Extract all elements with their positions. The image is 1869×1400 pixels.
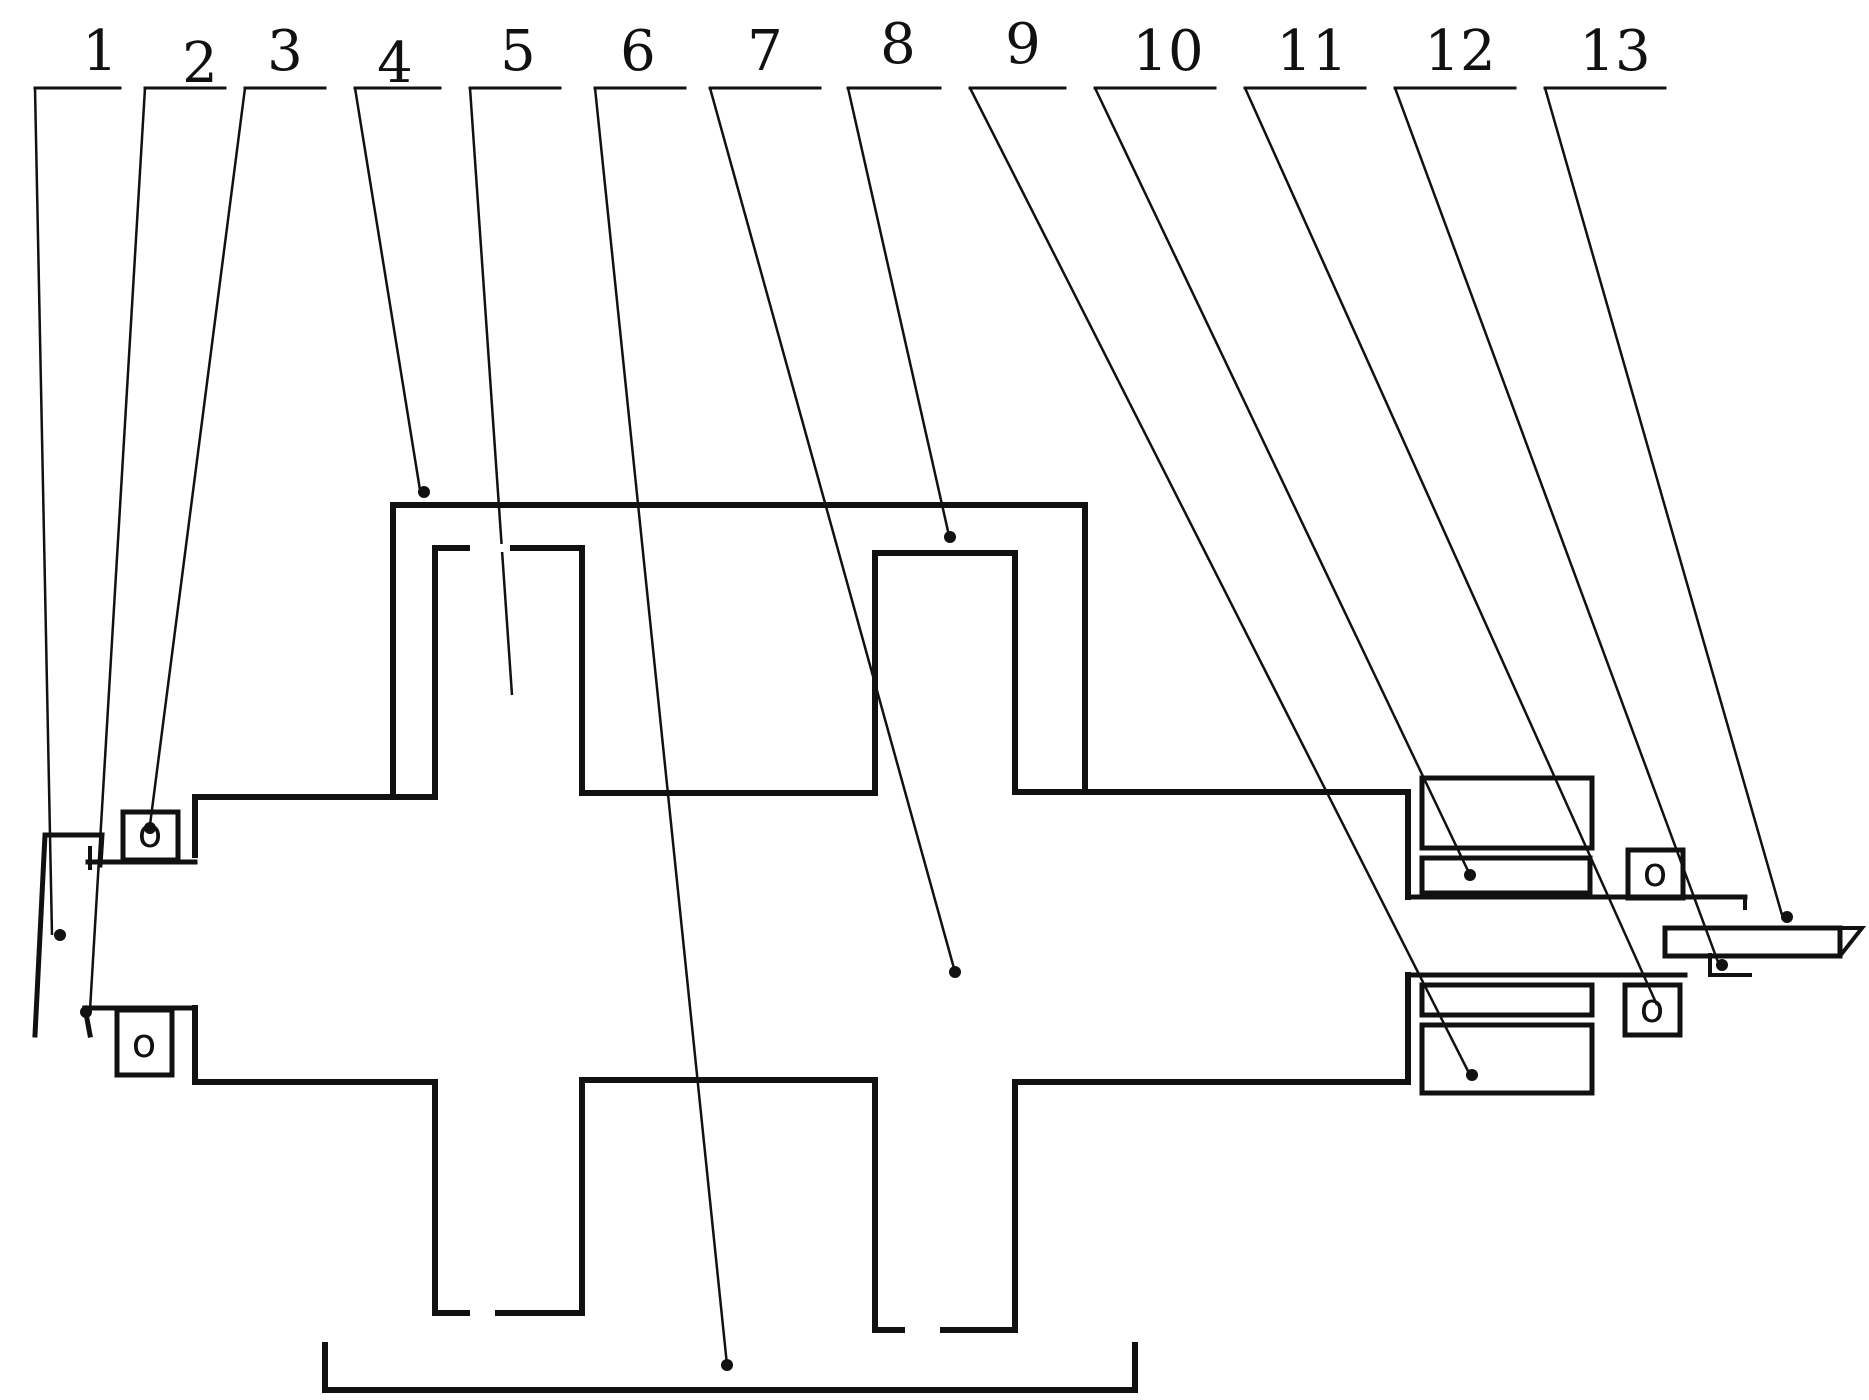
dot-1 (54, 929, 66, 941)
svg-text:6: 6 (620, 19, 656, 84)
top-frame (390, 502, 1088, 800)
upper-right-ring-icon: o (1643, 850, 1667, 896)
lower-left-ring-icon: o (132, 1021, 156, 1067)
svg-text:2: 2 (182, 31, 218, 96)
main-body (192, 544, 1411, 1334)
label-12: 12 (1393, 19, 1517, 90)
dot-8 (944, 531, 956, 543)
lower-outer-block (1419, 1022, 1595, 1096)
leader-10 (1093, 87, 1472, 876)
right-assembly: o o (1405, 775, 1867, 1096)
leader-2 (88, 87, 147, 1011)
label-8: 8 (846, 12, 942, 90)
svg-text:1: 1 (82, 19, 118, 84)
dot-12 (1716, 959, 1728, 971)
svg-text:5: 5 (500, 19, 536, 84)
label-13: 13 (1543, 19, 1667, 90)
svg-text:7: 7 (747, 19, 783, 84)
dot-2 (80, 1006, 92, 1018)
leader-9 (968, 87, 1472, 1076)
label-6: 6 (593, 19, 687, 90)
svg-text:4: 4 (377, 31, 413, 96)
dot-10 (1464, 869, 1476, 881)
base-plate (322, 1342, 1138, 1393)
leader-3 (148, 87, 247, 826)
label-3: 3 (243, 19, 327, 90)
lower-right-ring-box (1622, 982, 1683, 1038)
reference-labels: 1 2 3 4 5 6 7 8 9 10 11 12 13 (33, 12, 1667, 96)
svg-text:3: 3 (267, 19, 303, 84)
lower-inner-block (1419, 982, 1595, 1018)
label-9: 9 (968, 12, 1067, 90)
label-7: 7 (708, 19, 822, 90)
svg-text:9: 9 (1005, 12, 1041, 77)
leader-6 (593, 87, 729, 1366)
leader-11 (1243, 87, 1659, 1006)
leader-1 (33, 87, 54, 936)
leader-8 (846, 87, 952, 541)
leader-5 (468, 87, 514, 696)
dot-6 (721, 1359, 733, 1371)
svg-text:12: 12 (1424, 19, 1495, 84)
left-terminals: o o (32, 809, 198, 1078)
label-2: 2 (143, 31, 227, 96)
dot-3 (144, 822, 156, 834)
body-top-contour (192, 545, 1411, 900)
lower-left-ring-box (114, 1007, 175, 1078)
upper-left-ring-box (120, 809, 181, 863)
svg-text:8: 8 (880, 12, 916, 77)
left-lead-1 (32, 832, 105, 1038)
upper-right-ring-box (1625, 847, 1686, 901)
output-bracket (1708, 953, 1752, 977)
label-1: 1 (33, 19, 122, 90)
body-bottom-contour (192, 972, 1411, 1333)
label-5: 5 (468, 19, 562, 90)
output-rod (1662, 925, 1843, 959)
label-10: 10 (1093, 19, 1217, 90)
dot-7 (949, 966, 961, 978)
dot-13 (1781, 911, 1793, 923)
upper-outer-block (1419, 775, 1595, 851)
svg-text:13: 13 (1579, 19, 1650, 84)
svg-text:11: 11 (1276, 19, 1347, 84)
leader-4 (353, 87, 422, 491)
lower-right-ring-icon: o (1640, 986, 1664, 1032)
leader-13 (1543, 87, 1784, 916)
label-11: 11 (1243, 19, 1367, 90)
label-4: 4 (353, 31, 442, 96)
leader-lines (33, 87, 1784, 1366)
leader-12 (1393, 87, 1720, 963)
reference-dots (54, 486, 1793, 1371)
dot-4 (418, 486, 430, 498)
leader-7 (708, 87, 957, 973)
svg-text:10: 10 (1132, 19, 1203, 84)
upper-inner-block (1419, 855, 1593, 896)
dot-9 (1466, 1069, 1478, 1081)
